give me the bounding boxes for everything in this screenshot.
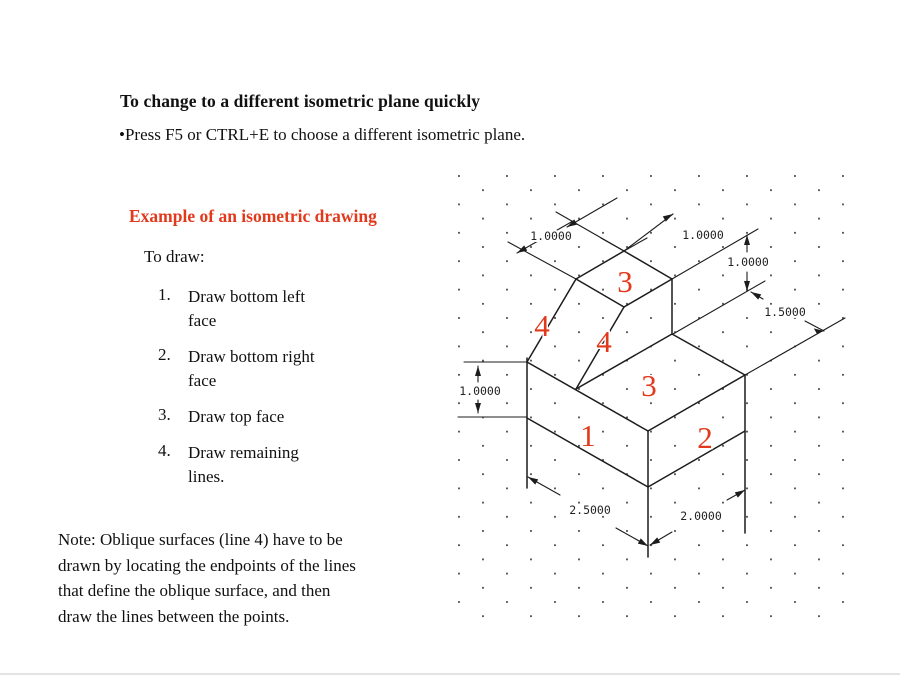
dim-label-top-left: 1.0000 [530,229,572,243]
arrowhead [650,537,661,545]
arrowhead [813,328,824,334]
face-label-oblique-inner: 4 [596,324,612,359]
note-line: draw the lines between the points. [58,606,290,626]
face-label-top-large: 3 [641,368,657,403]
dim-label-bottom-left: 2.5000 [569,503,611,517]
list-item-1: 1. Draw bottom left face [158,285,305,333]
dim-label-upper-right-height: 1.0000 [727,255,769,269]
to-draw-label: To draw: [144,247,205,266]
list-item-3: 3. Draw top face [158,405,284,429]
note-line: Note: Oblique surfaces (line 4) have to … [58,530,343,549]
step-line: lines. [188,467,225,486]
arrowhead [637,538,648,546]
arrowhead [751,292,762,300]
bullet-line: •Press F5 or CTRL+E to choose a differen… [119,125,526,144]
step-number: 3. [158,405,171,424]
step-line: Draw bottom left [188,287,306,306]
dimension-arrowheads [475,214,824,546]
face-label-bottom-right: 2 [697,420,713,455]
list-item-2: 2. Draw bottom right face [158,345,315,393]
arrowhead [517,245,528,253]
step-line: Draw top face [188,407,285,426]
step-number: 1. [158,285,171,304]
arrowhead [744,281,750,291]
arrowhead [662,214,673,222]
slide-title: To change to a different isometric plane… [120,91,481,111]
face-label-oblique-outer: 4 [534,308,550,343]
note-line: drawn by locating the endpoints of the l… [58,555,356,575]
arrowhead [734,490,745,498]
slide-bottom-edge [0,673,900,675]
arrowhead [744,235,750,245]
step-number: 2. [158,345,171,364]
step-line: face [188,371,217,390]
arrowhead [567,219,578,227]
arrowhead [475,366,481,376]
arrowhead [528,477,539,485]
dim-label-left-height: 1.0000 [459,384,501,398]
arrowhead [475,403,481,413]
step-number: 4. [158,441,171,460]
dim-label-bottom-right: 2.0000 [680,509,722,523]
dim-label-depth-right: 1.5000 [764,305,806,319]
step-line: face [188,311,217,330]
example-heading: Example of an isometric drawing [129,206,377,226]
dim-label-top-right: 1.0000 [682,228,724,242]
note-paragraph: Note: Oblique surfaces (line 4) have to … [58,527,448,629]
face-label-bottom-left: 1 [580,418,596,453]
note-line: that define the oblique surface, and the… [58,581,331,600]
step-line: Draw bottom right [188,347,315,366]
face-label-top-small: 3 [617,264,633,299]
list-item-4: 4. Draw remaining lines. [158,441,299,489]
object-edges [526,250,746,558]
step-line: Draw remaining [188,443,299,462]
grid-dots [458,175,844,618]
